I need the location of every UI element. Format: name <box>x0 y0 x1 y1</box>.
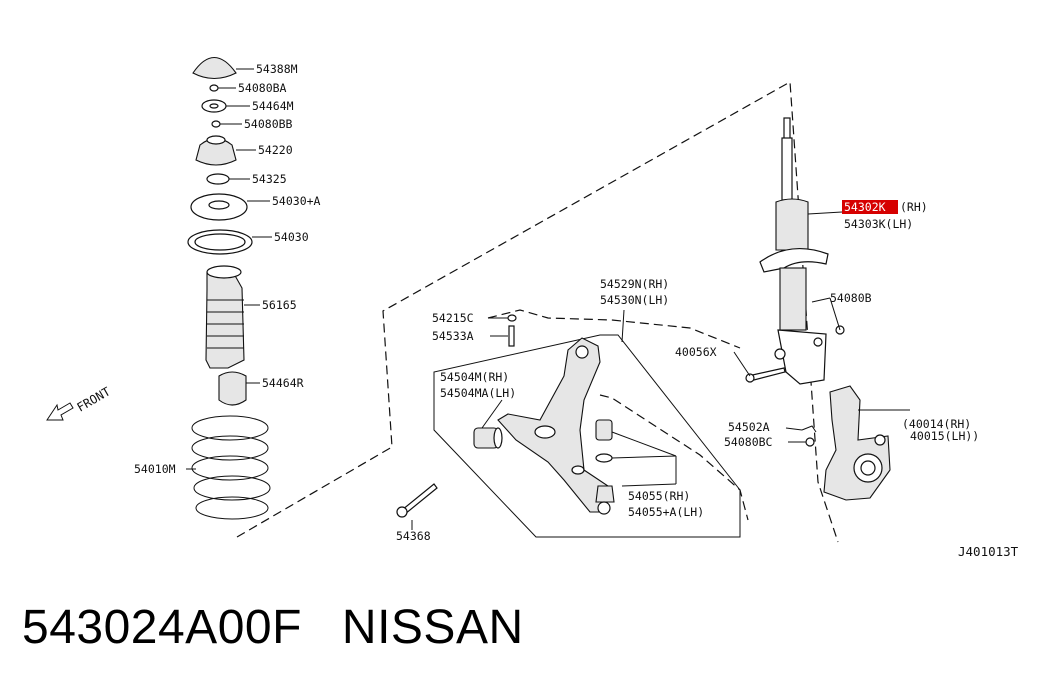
strut-assembly <box>745 117 845 385</box>
arm-labels: 54529N(RH) 54530N(LH) 54215C 54533A 5450… <box>396 277 704 543</box>
label-54504M: 54504M(RH) <box>440 370 509 384</box>
washer-hole <box>209 103 219 109</box>
nut-part <box>209 84 219 92</box>
label-54030A: 54030+A <box>272 194 321 208</box>
cotter-pin-part <box>801 425 817 433</box>
label-54530N: 54530N(LH) <box>600 293 669 307</box>
ball-joint-parts <box>595 419 615 515</box>
arm-leader-lines <box>411 309 677 530</box>
label-54080BB: 54080BB <box>244 117 293 131</box>
bearing-part <box>206 173 230 185</box>
label-54030: 54030 <box>274 230 309 244</box>
label-54388M: 54388M <box>256 62 298 76</box>
bump-stop-part <box>218 371 247 406</box>
strut-rod <box>781 137 793 201</box>
knuckle-nut-part <box>805 437 815 447</box>
label-40056X: 40056X <box>675 345 717 359</box>
label-40014: (40014(RH) <box>902 417 971 431</box>
label-54529N: 54529N(RH) <box>600 277 669 291</box>
label-54010M: 54010M <box>134 462 176 476</box>
right-leader-lines <box>733 211 910 443</box>
label-54080BA: 54080BA <box>238 81 287 95</box>
label-54302K-highlighted: 54302K <box>844 200 886 214</box>
front-arrow: FRONT <box>46 384 113 421</box>
assembly-outlines <box>236 81 839 543</box>
left-labels: 54388M 54080BA 54464M 54080BB 54220 5432… <box>134 62 321 476</box>
spring-seat-hole <box>208 200 230 210</box>
brand-name: NISSAN <box>341 601 524 654</box>
control-arm-hole <box>534 425 556 439</box>
label-54220: 54220 <box>258 143 293 157</box>
strut-bracket-hole-2 <box>813 337 823 347</box>
strut-mount-top <box>206 135 226 145</box>
strut-mount-stack <box>187 57 271 520</box>
control-arm-pivot <box>575 345 589 359</box>
label-54080B: 54080B <box>830 291 872 305</box>
dust-boot-part <box>205 271 245 369</box>
bolt-part-54533A <box>508 325 515 347</box>
left-leader-lines <box>186 68 272 470</box>
label-54504MA: 54504MA(LH) <box>440 386 516 400</box>
control-arm-group-box <box>433 334 741 538</box>
lower-control-arm <box>497 337 609 513</box>
label-56165: 56165 <box>262 298 297 312</box>
knuckle-tie-hole <box>874 434 886 446</box>
bushing-part <box>473 427 503 449</box>
insulator-inner <box>194 233 246 251</box>
knuckle-hub-inner <box>860 460 876 476</box>
strut-thread <box>783 117 791 141</box>
strut-bolt-head <box>745 373 755 383</box>
reference-code: J401013T <box>958 544 1019 559</box>
dust-boot-top <box>206 265 242 279</box>
part-caption: 543024A00F NISSAN <box>22 600 524 655</box>
label-54302K-side: (RH) <box>900 200 928 214</box>
control-arm-body <box>497 337 609 513</box>
label-54325: 54325 <box>252 172 287 186</box>
label-54080BC: 54080BC <box>724 435 773 449</box>
nut-part-2 <box>211 120 221 128</box>
part-number: 543024A00F <box>22 601 302 654</box>
front-label: FRONT <box>75 384 113 414</box>
right-labels: 54302K (RH) 54303K(LH) 54080B 40056X 545… <box>675 200 979 449</box>
label-40015: 40015(LH)) <box>910 429 979 443</box>
control-arm-pivot-2 <box>571 465 585 475</box>
label-54464M: 54464M <box>252 99 294 113</box>
highlight-box <box>842 200 898 214</box>
long-bolt-part <box>401 483 438 515</box>
strut-tube <box>779 267 807 331</box>
strut-upper-body <box>775 198 809 251</box>
steering-knuckle <box>823 385 891 501</box>
washer-part-54215C <box>507 314 517 322</box>
label-54303K: 54303K(LH) <box>844 217 913 231</box>
strut-bracket-hole-1 <box>774 348 786 360</box>
strut-spring-seat <box>759 248 829 273</box>
label-54055: 54055(RH) <box>628 489 690 503</box>
long-bolt-head <box>396 506 408 518</box>
dust-boot-ribs <box>207 299 244 349</box>
label-54368: 54368 <box>396 529 431 543</box>
label-54055A: 54055+A(LH) <box>628 505 704 519</box>
label-54533A: 54533A <box>432 329 474 343</box>
label-54502A: 54502A <box>728 420 770 434</box>
label-54215C: 54215C <box>432 311 474 325</box>
label-54464R: 54464R <box>262 376 304 390</box>
dust-cap-part <box>192 57 237 80</box>
coil-spring-part <box>191 415 271 520</box>
